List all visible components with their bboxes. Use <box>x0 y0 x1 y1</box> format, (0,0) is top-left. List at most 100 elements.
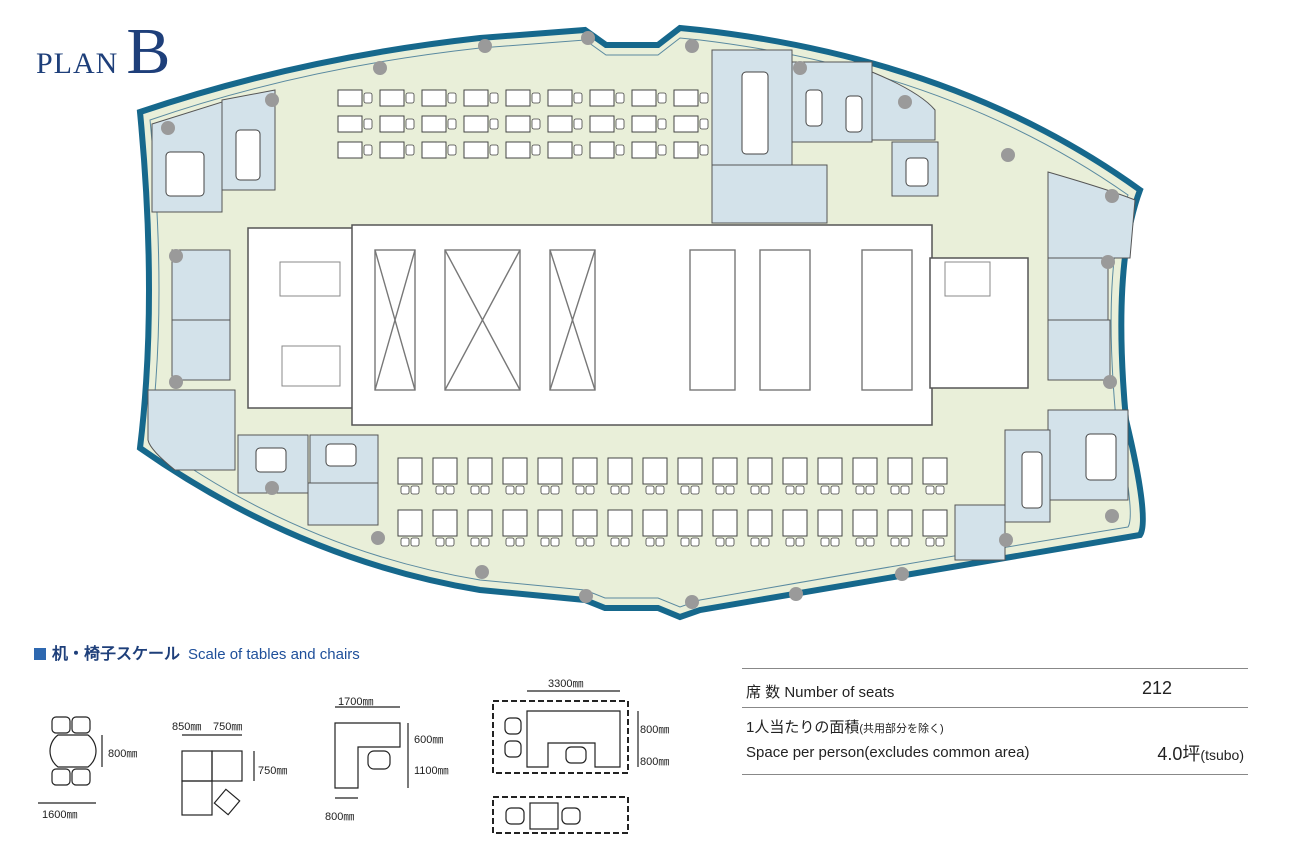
chair <box>785 485 795 495</box>
chair <box>515 485 525 495</box>
chair <box>865 485 875 495</box>
seats-label: 席 数 Number of seats <box>746 681 894 702</box>
desk <box>782 509 808 537</box>
meeting-table <box>845 95 863 133</box>
desk <box>432 509 458 537</box>
desk <box>537 457 563 485</box>
column <box>1001 148 1015 162</box>
plan-label: PLAN <box>36 47 119 80</box>
desk <box>397 457 423 485</box>
chair <box>573 118 583 130</box>
area-value-wrap: 4.0坪(tsubo) <box>1157 740 1244 766</box>
dim-label: 800㎜ <box>640 724 670 736</box>
chair <box>900 485 910 495</box>
chair <box>820 537 830 547</box>
chair <box>715 537 725 547</box>
desk <box>642 457 668 485</box>
workstation-drawing <box>492 690 639 834</box>
column <box>579 589 593 603</box>
column <box>793 61 807 75</box>
desk <box>673 141 699 159</box>
dim-label: 1100㎜ <box>414 765 449 777</box>
chair <box>405 92 415 104</box>
chair <box>400 537 410 547</box>
column <box>478 39 492 53</box>
chair <box>447 118 457 130</box>
column <box>161 121 175 135</box>
l-desk-drawing <box>334 706 409 799</box>
seats-label-en: Number of seats <box>784 684 895 701</box>
chair <box>725 485 735 495</box>
chair <box>820 485 830 495</box>
chair <box>363 118 373 130</box>
desk <box>379 89 405 107</box>
desk <box>589 89 615 107</box>
chair <box>615 92 625 104</box>
desk <box>463 141 489 159</box>
dim-label: 3300㎜ <box>548 678 584 690</box>
seats-value: 212 <box>1141 678 1172 698</box>
chair <box>890 485 900 495</box>
dim-label: 750㎜ <box>213 721 243 733</box>
desk <box>782 457 808 485</box>
chair <box>531 92 541 104</box>
chair <box>470 537 480 547</box>
chair <box>489 144 499 156</box>
scale-heading-jp: 机・椅子スケール <box>52 646 181 663</box>
chair <box>470 485 480 495</box>
desk <box>607 509 633 537</box>
chair <box>400 485 410 495</box>
chair <box>585 485 595 495</box>
scale-heading-en: Scale of tables and chairs <box>188 646 360 663</box>
chair <box>405 144 415 156</box>
meeting-table <box>741 71 769 155</box>
desk <box>467 457 493 485</box>
desk <box>852 509 878 537</box>
chair <box>610 537 620 547</box>
square-tables-drawing <box>181 734 255 816</box>
desk <box>432 457 458 485</box>
chair <box>573 92 583 104</box>
desk <box>505 89 531 107</box>
chair <box>750 485 760 495</box>
chair <box>575 537 585 547</box>
chair <box>550 537 560 547</box>
area-label-note: (共用部分を除く) <box>859 723 944 735</box>
meeting-table <box>1085 433 1117 481</box>
chair <box>925 537 935 547</box>
desk <box>397 509 423 537</box>
plan-letter: B <box>126 15 171 88</box>
area-value: 4.0坪 <box>1157 744 1201 764</box>
desk <box>607 457 633 485</box>
desk <box>467 509 493 537</box>
desk <box>505 141 531 159</box>
chair <box>435 537 445 547</box>
desk <box>747 509 773 537</box>
meeting-table <box>165 151 205 197</box>
desk <box>712 509 738 537</box>
column <box>371 531 385 545</box>
column <box>1103 375 1117 389</box>
desk <box>502 457 528 485</box>
chair <box>890 537 900 547</box>
chair <box>489 118 499 130</box>
column <box>685 39 699 53</box>
meeting-table <box>1021 451 1043 509</box>
chair <box>680 485 690 495</box>
chair <box>795 537 805 547</box>
desk <box>852 457 878 485</box>
area-row: 1人当たりの面積(共用部分を除く) Space per person(exclu… <box>742 707 1248 775</box>
area-label-en: Space per person(excludes common area) <box>746 744 1030 761</box>
chair <box>573 144 583 156</box>
chair <box>480 537 490 547</box>
chair <box>699 118 709 130</box>
chair <box>575 485 585 495</box>
column <box>265 93 279 107</box>
chair <box>435 485 445 495</box>
chair <box>657 144 667 156</box>
desk <box>631 141 657 159</box>
dim-label: 600㎜ <box>414 734 444 746</box>
chair <box>363 144 373 156</box>
chair <box>715 485 725 495</box>
